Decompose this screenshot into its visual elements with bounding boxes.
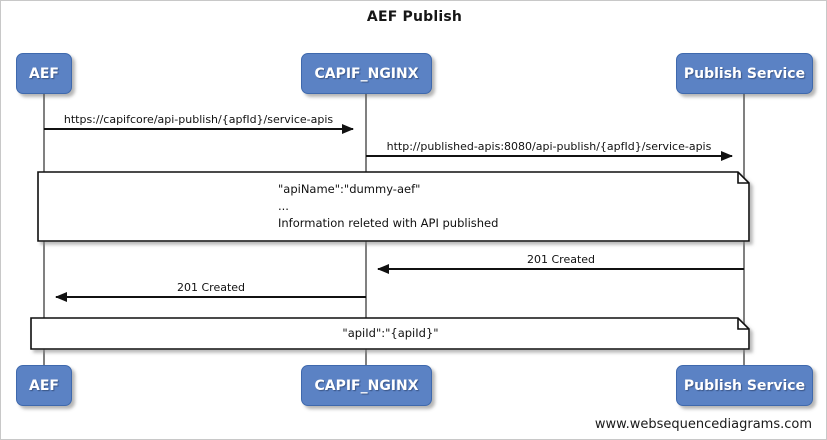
note-1-shape bbox=[37, 171, 750, 242]
participant-capif-nginx-top[interactable]: CAPIF_NGINX bbox=[301, 53, 432, 94]
participant-publish-service-top[interactable]: Publish Service bbox=[676, 53, 813, 94]
message-label-4: 201 Created bbox=[176, 281, 246, 294]
participant-capif-nginx-bottom[interactable]: CAPIF_NGINX bbox=[301, 365, 432, 406]
participant-aef-bottom[interactable]: AEF bbox=[16, 365, 72, 406]
participant-aef-top[interactable]: AEF bbox=[16, 53, 72, 94]
note-2-shape bbox=[30, 317, 750, 350]
note-1-line-3: Information releted with API published bbox=[278, 216, 499, 230]
participant-label: AEF bbox=[29, 377, 59, 394]
note-1-line-1: "apiName":"dummy-aef" bbox=[278, 182, 421, 196]
participant-label: Publish Service bbox=[683, 65, 806, 82]
participant-label: AEF bbox=[29, 65, 59, 82]
footer-url: www.websequencediagrams.com bbox=[594, 417, 812, 432]
participant-label: CAPIF_NGINX bbox=[314, 65, 419, 82]
page-title: AEF Publish bbox=[366, 9, 463, 25]
message-label-1: https://capifcore/api-publish/{apfId}/se… bbox=[63, 113, 334, 126]
participant-publish-service-bottom[interactable]: Publish Service bbox=[676, 365, 813, 406]
note-2-line-1: "apiId":"{apiId}" bbox=[342, 326, 439, 340]
message-arrows bbox=[44, 124, 744, 302]
participant-label: Publish Service bbox=[683, 377, 806, 394]
note-1-line-2: ... bbox=[278, 199, 289, 213]
participant-label: CAPIF_NGINX bbox=[314, 377, 419, 394]
message-label-3: 201 Created bbox=[526, 253, 596, 266]
message-label-2: http://published-apis:8080/api-publish/{… bbox=[386, 140, 712, 153]
